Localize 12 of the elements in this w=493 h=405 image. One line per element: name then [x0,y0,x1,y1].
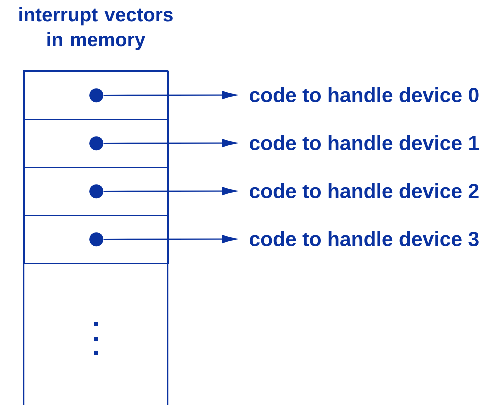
handler-label: code to handle device 2 [250,184,479,198]
handler-label: code to handle device 3 [250,232,479,247]
vector-cell [24,71,170,120]
vector-cell [24,167,170,216]
vector-cell [24,119,170,168]
handler-label: code to handle device 0 [250,88,479,102]
pointer-dot [90,232,104,247]
pointer-dot [90,88,104,103]
vector-cell [24,215,170,264]
handler-label: code to handle device 1 [250,136,480,150]
pointer-dot [90,136,104,151]
pointer-dot [90,184,104,199]
